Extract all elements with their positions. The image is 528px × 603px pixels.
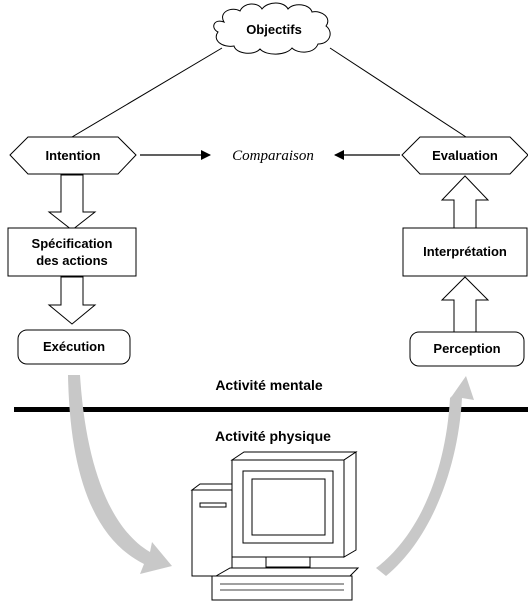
intention-hexagon	[9, 136, 137, 175]
comparaison-label: Comparaison	[232, 148, 314, 164]
specification-node: Spécification des actions	[7, 227, 137, 277]
perception-label: Perception	[433, 341, 500, 356]
tower-top-face	[190, 483, 237, 491]
computer-icon	[190, 451, 360, 601]
evaluation-label: Evaluation	[432, 148, 498, 163]
specification-box	[7, 227, 137, 277]
evaluation-hexagon	[401, 136, 528, 175]
hollow-arrow-intention-specification	[47, 174, 97, 231]
objectifs-label: Objectifs	[246, 22, 302, 37]
hollow-arrow-interpretation-evaluation	[440, 175, 490, 229]
curved-arrow-execution-to-computer	[68, 375, 172, 574]
monitor-screen	[251, 478, 326, 536]
intention-node: Intention	[9, 136, 137, 175]
keyboard-front	[211, 575, 353, 601]
interpretation-box	[402, 227, 528, 277]
intention-label: Intention	[46, 148, 101, 163]
hollow-arrow-specification-execution	[47, 276, 97, 325]
execution-node: Exécution	[17, 329, 131, 365]
execution-box	[17, 329, 131, 365]
monitor-side-face	[343, 451, 357, 558]
monitor-stand	[265, 556, 311, 568]
hollow-arrow-perception-interpretation	[440, 276, 490, 333]
perception-box	[409, 331, 525, 367]
interpretation-node: Interprétation	[402, 227, 528, 277]
specification-label-line1: Spécification	[32, 236, 113, 251]
evaluation-node: Evaluation	[401, 136, 528, 175]
objectifs-node: Objectifs	[213, 2, 331, 55]
tower-drive-slot	[199, 502, 227, 508]
link-objectifs-evaluation	[329, 47, 467, 138]
curved-arrow-computer-to-perception	[376, 376, 474, 576]
objectifs-cloud-shape	[213, 2, 331, 55]
keyboard-top	[214, 567, 360, 577]
physical-activity-label: Activité physique	[215, 428, 331, 444]
specification-label-line2: des actions	[36, 253, 108, 268]
mental-physical-divider	[14, 407, 528, 412]
interpretation-label: Interprétation	[423, 244, 507, 259]
execution-label: Exécution	[43, 339, 105, 354]
perception-node: Perception	[409, 331, 525, 367]
mental-activity-label: Activité mentale	[215, 377, 323, 393]
monitor-top-face	[230, 451, 358, 461]
link-objectifs-intention	[71, 47, 223, 138]
